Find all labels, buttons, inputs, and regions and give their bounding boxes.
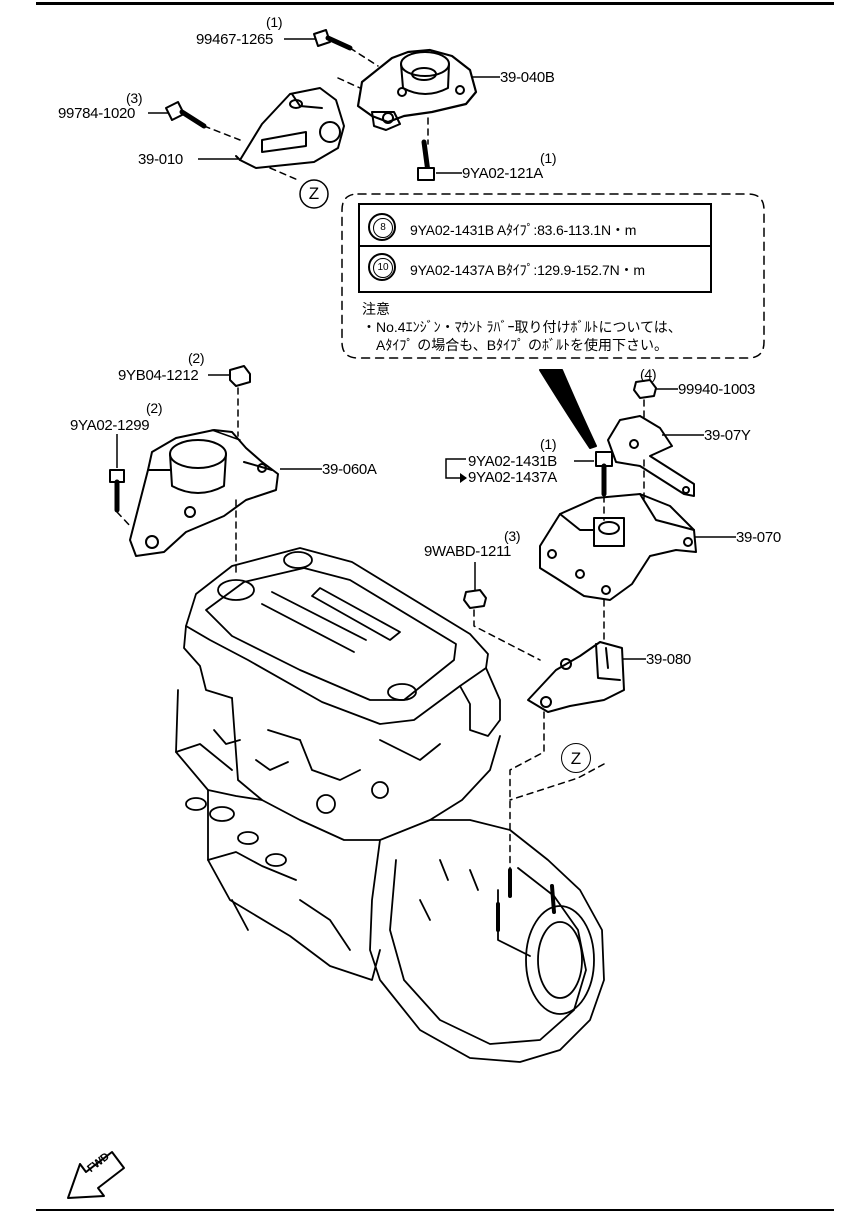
torque-badge-a: 8	[368, 213, 396, 241]
part-number-39-060a[interactable]: 39-060A	[322, 461, 377, 478]
part-number-39-080[interactable]: 39-080	[646, 651, 691, 668]
leader-39-010	[198, 158, 238, 160]
leader-99784	[148, 112, 168, 114]
part-number-39-040b[interactable]: 39-040B	[500, 69, 555, 86]
qty-99467: (1)	[266, 14, 283, 30]
note-line-1: ・No.4ｴﾝｼﾞﾝ・ﾏｳﾝﾄ ﾗﾊﾞｰ取り付けﾎﾞﾙﾄについては、	[362, 319, 682, 335]
part-number-39-07y[interactable]: 39-07Y	[704, 427, 751, 444]
part-number-39-010[interactable]: 39-010	[138, 151, 183, 168]
leader-39-080	[622, 658, 646, 660]
part-number-39-070[interactable]: 39-070	[736, 529, 781, 546]
part-number-9ya02-121a[interactable]: 9YA02-121A	[462, 165, 543, 182]
part-number-9ya02-1299[interactable]: 9YA02-1299	[70, 417, 150, 434]
torque-badge-a-number: 8	[373, 218, 393, 238]
engine-mount-39-040b	[356, 48, 478, 131]
torque-spec-table: 8 9YA02-1431B Aﾀｲﾌﾟ:83.6-113.1N・m 10 9YA…	[358, 203, 712, 293]
leader-9yb04	[208, 374, 230, 376]
part-number-9ya02-1431b[interactable]: 9YA02-1431B	[468, 453, 557, 470]
qty-9wabd: (3)	[504, 528, 521, 544]
bolt-9ya02-1299	[109, 469, 125, 513]
engine-mount-39-070	[539, 493, 697, 601]
leader-39-060a	[280, 468, 322, 470]
fwd-arrow	[67, 1151, 125, 1199]
part-number-9wabd-1211[interactable]: 9WABD-1211	[424, 543, 512, 560]
leader-99467	[284, 38, 316, 40]
z-marker-bottom: Z	[561, 743, 591, 773]
torque-text-b: 9YA02-1437A Bﾀｲﾌﾟ:129.9-152.7N・m	[410, 262, 645, 278]
z-marker-top: Z	[308, 184, 320, 203]
qty-9yb04: (2)	[188, 350, 205, 366]
leader-9ya02-1431b	[574, 460, 594, 462]
bolt-9ya02-121a	[417, 139, 435, 181]
part-number-99467-1265[interactable]: 99467-1265	[196, 31, 274, 48]
leader-39-070	[694, 536, 736, 538]
bracket-39-010	[235, 87, 345, 169]
note-line-2: Aﾀｲﾌﾟ の場合も、Bﾀｲﾌﾟ のﾎﾞﾙﾄを使用下さい。	[376, 337, 669, 353]
callout-dashed-frame	[341, 193, 765, 359]
part-number-9ya02-1437a[interactable]: 9YA02-1437A	[468, 469, 557, 486]
bottom-border	[36, 1209, 834, 1211]
leader-39-07y	[662, 434, 704, 436]
z-marker-top-circle	[299, 179, 329, 209]
qty-9ya02-1299: (2)	[146, 400, 163, 416]
leader-9ya02-1299	[116, 434, 118, 468]
bolt-99784-1020	[165, 101, 207, 129]
qty-99940: (4)	[640, 366, 657, 382]
part-number-99940-1003[interactable]: 99940-1003	[678, 381, 756, 398]
part-number-99784-1020[interactable]: 99784-1020	[58, 105, 136, 122]
nut-99940-1003	[633, 379, 657, 399]
torque-text-a: 9YA02-1431B Aﾀｲﾌﾟ:83.6-113.1N・m	[410, 222, 637, 238]
engine-mount-39-080	[527, 641, 625, 713]
top-border	[36, 2, 834, 5]
leader-9wabd	[474, 562, 476, 590]
torque-badge-b-number: 10	[373, 258, 393, 278]
torque-row-a: 8 9YA02-1431B Aﾀｲﾌﾟ:83.6-113.1N・m	[360, 209, 710, 247]
engine-mount-39-060a	[129, 429, 279, 557]
nut-9wabd-1211	[463, 589, 487, 609]
engine-block	[175, 547, 605, 1063]
bolt-99467-1265	[313, 29, 353, 51]
bracket-39-07y	[607, 415, 695, 497]
bolt-9ya02-1431b	[595, 451, 613, 497]
nut-9yb04-1212	[229, 365, 251, 387]
qty-9ya02-121a: (1)	[540, 150, 557, 166]
torque-row-b: 10 9YA02-1437A Bﾀｲﾌﾟ:129.9-152.7N・m	[360, 249, 710, 287]
qty-99784: (3)	[126, 90, 143, 106]
note-title: 注意	[362, 301, 390, 317]
leader-9ya02-121a	[436, 172, 462, 174]
leader-99940	[656, 388, 678, 390]
alternate-part-bracket	[445, 458, 467, 483]
qty-9ya02-1431b: (1)	[540, 436, 557, 452]
part-number-9yb04-1212[interactable]: 9YB04-1212	[118, 367, 199, 384]
leader-39-040b	[472, 76, 500, 78]
torque-badge-b: 10	[368, 253, 396, 281]
